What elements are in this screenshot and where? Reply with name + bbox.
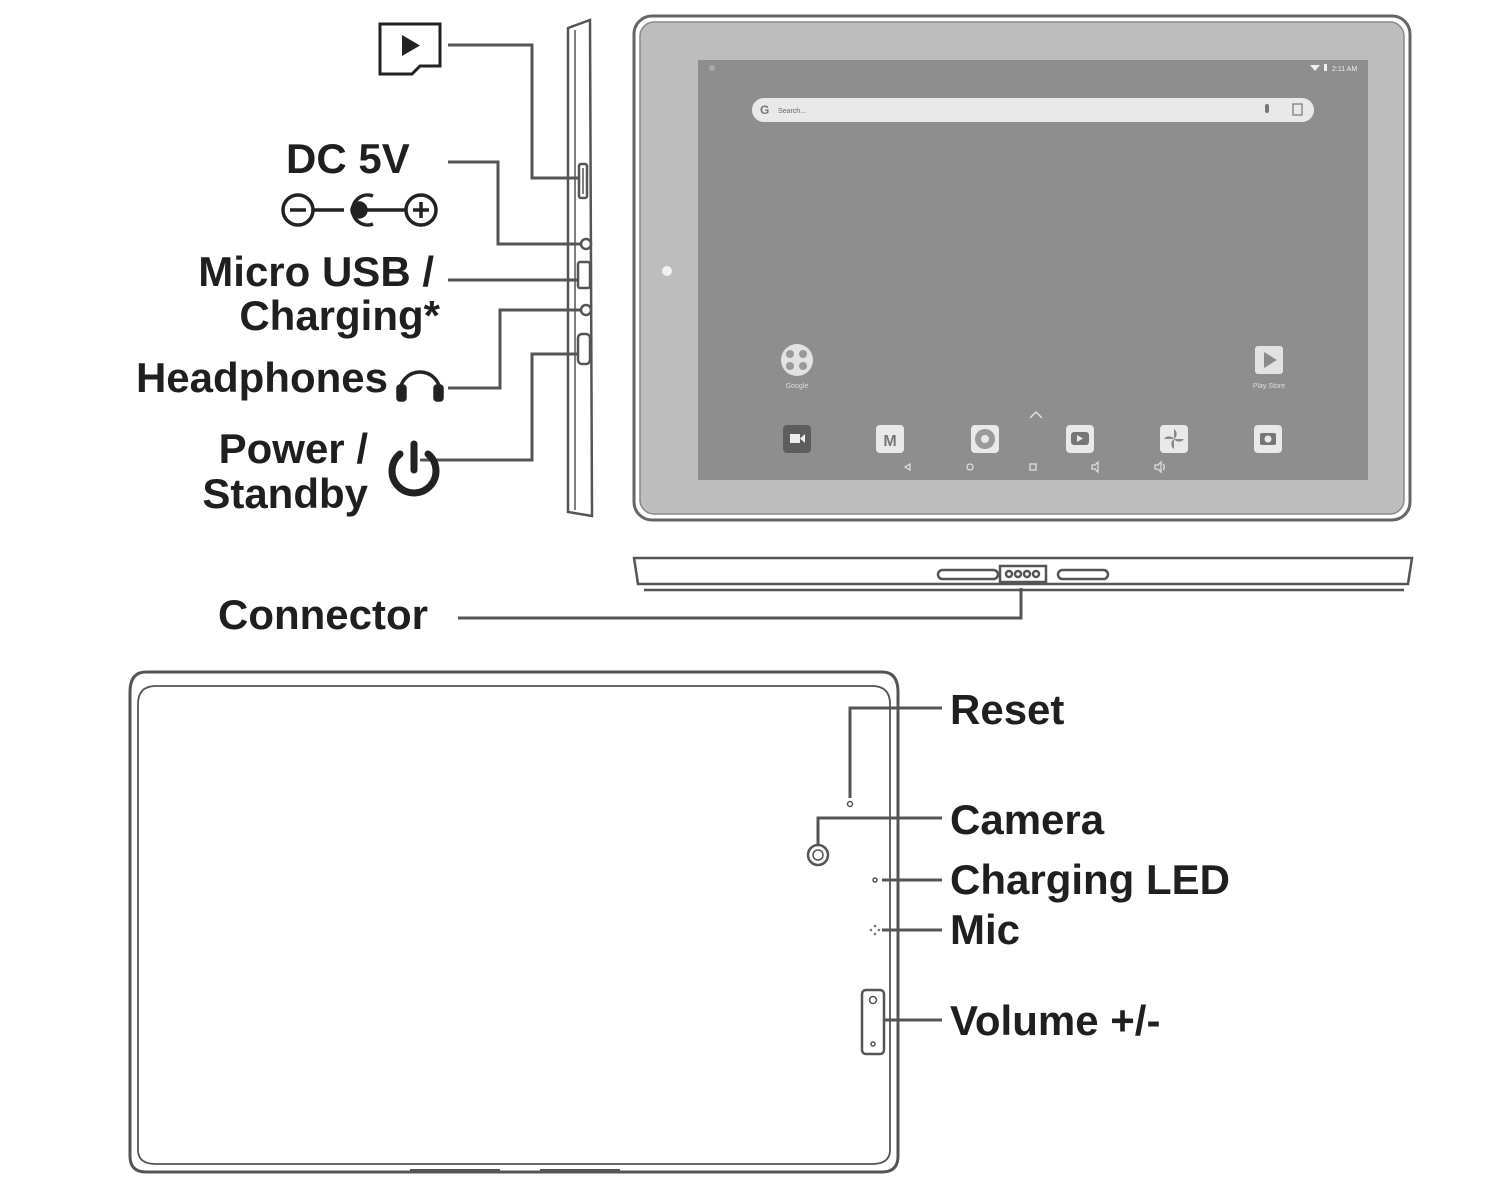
search-bar[interactable]: G Search... [752, 98, 1314, 122]
front-camera [662, 266, 672, 276]
app-play-store[interactable]: Play Store [1253, 346, 1285, 390]
home-icon[interactable] [966, 463, 974, 471]
label-dc-5v: DC 5V [286, 135, 410, 182]
usb-port [576, 260, 592, 290]
back-icon[interactable] [903, 462, 911, 472]
dock: M [783, 425, 1282, 453]
tablet-bottom-edge [632, 556, 1414, 592]
label-reset: Reset [950, 686, 1065, 733]
app-google-folder[interactable]: Google [781, 344, 813, 390]
label-micro-usb-line2: Charging* [239, 292, 440, 339]
recents-icon[interactable] [1029, 463, 1037, 471]
leader-lines-top [420, 43, 580, 462]
search-placeholder: Search... [778, 108, 806, 115]
magnet-slot-left [936, 568, 1000, 581]
tablet-back [128, 670, 900, 1174]
label-power-line1: Power / [218, 425, 368, 472]
reset-hole [846, 800, 854, 808]
volume-down-icon[interactable] [1091, 460, 1099, 474]
app-label-play-store: Play Store [1253, 383, 1285, 390]
sd-slot [577, 162, 589, 200]
wifi-icon [1310, 65, 1320, 71]
volume-rocker [860, 988, 886, 1056]
dc-polarity-icon [281, 193, 438, 227]
dock-video-camera[interactable] [783, 425, 811, 453]
volume-up-icon[interactable] [1154, 460, 1165, 474]
lens-icon[interactable] [1292, 103, 1303, 116]
label-connector: Connector [218, 591, 428, 638]
app-drawer-arrow-icon[interactable] [1029, 410, 1043, 419]
dock-camera[interactable] [1254, 425, 1282, 453]
magnet-slot-right [1056, 568, 1110, 581]
power-button [576, 332, 592, 366]
dock-photos[interactable] [1160, 425, 1188, 453]
label-headphones: Headphones [135, 354, 388, 401]
headphones-icon [396, 370, 444, 402]
status-time: 2:11 AM [1332, 66, 1357, 73]
screen [698, 60, 1368, 480]
photos-icon [1164, 429, 1184, 449]
google-g-icon: G [760, 103, 769, 117]
mic-icon[interactable] [1265, 104, 1269, 113]
headphone-port [579, 303, 593, 317]
tablet-side-profile [566, 18, 594, 518]
power-icon [388, 440, 440, 497]
microsd-card-icon [378, 22, 442, 76]
label-micro-usb-line1: Micro USB / [198, 248, 434, 295]
label-camera: Camera [950, 796, 1105, 843]
app-label-google: Google [786, 383, 809, 390]
dock-chrome[interactable] [971, 425, 999, 453]
battery-icon [1324, 64, 1327, 71]
label-power-line2: Standby [202, 470, 368, 517]
connector-leader-line [458, 588, 1023, 620]
tablet-front: 2:11 AM G Search... Google Play Store [632, 14, 1412, 522]
pogo-connector [998, 564, 1048, 584]
label-mic: Mic [950, 906, 1021, 953]
video-camera-icon [790, 434, 800, 443]
dock-youtube[interactable] [1066, 425, 1094, 453]
mic-holes [869, 924, 881, 936]
dock-gmail[interactable]: M [876, 425, 904, 453]
charging-led [872, 877, 878, 883]
label-volume: Volume +/- [950, 997, 1161, 1044]
gmail-icon: M [883, 433, 896, 450]
leader-lines-back [816, 706, 942, 1022]
dc-port [579, 237, 593, 251]
navigation-bar [903, 460, 1165, 474]
label-charging-led: Charging LED [950, 856, 1230, 903]
play-store-icon [1264, 352, 1277, 368]
